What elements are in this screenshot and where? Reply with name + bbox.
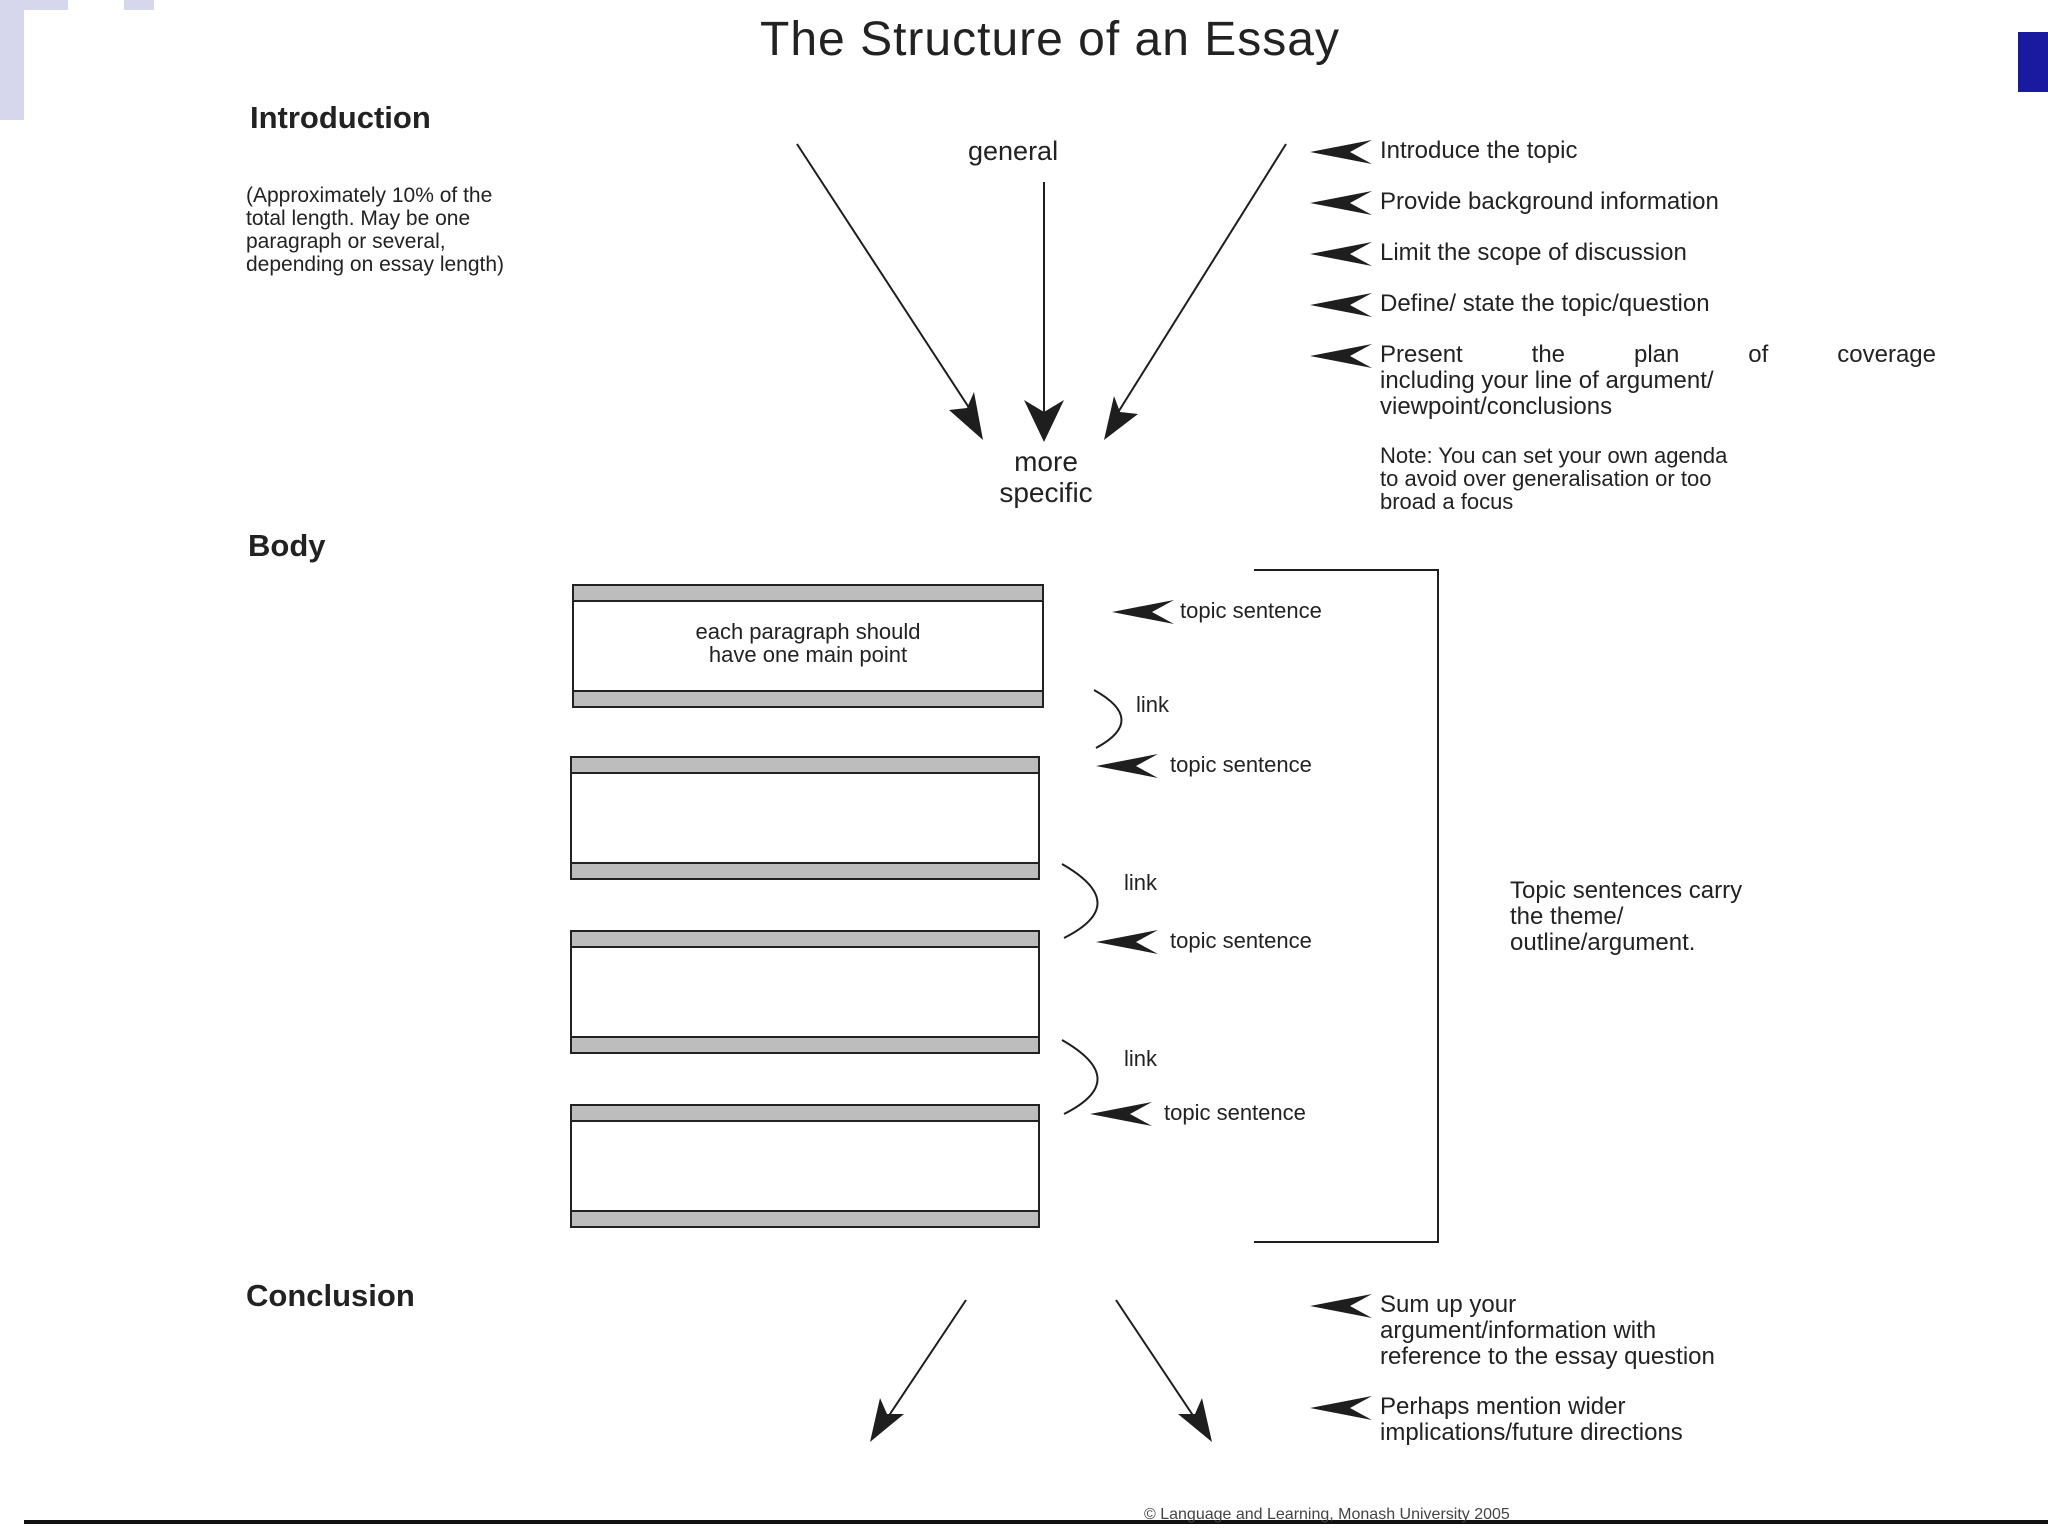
slide-accent-block [2018, 32, 2048, 92]
topic-sentence-bracket [1254, 569, 1439, 1243]
intro-item-define-topic: Define/ state the topic/question [1380, 290, 1710, 317]
bracket-note: Topic sentences carry the theme/ outline… [1510, 877, 1743, 956]
section-heading-body: Body [248, 528, 326, 563]
topic-sentence-label: topic sentence [1170, 752, 1312, 777]
conclusion-arrow-right [1115, 1299, 1212, 1442]
topic-sentence-label: topic sentence [1170, 928, 1312, 953]
paragraph-box-2 [570, 756, 1040, 880]
paragraph-box-3 [570, 930, 1040, 1054]
funnel-arrow-right [1104, 143, 1287, 440]
slide-corner-decoration [24, 0, 68, 10]
conclusion-arrow-left [870, 1299, 967, 1442]
slide-corner-decoration [124, 0, 154, 10]
conclusion-item-sum-up: Sum up your argument/information with re… [1380, 1291, 1715, 1370]
conclusion-item-implications: Perhaps mention wider implications/futur… [1380, 1393, 1683, 1446]
intro-item-limit-scope: Limit the scope of discussion [1380, 239, 1687, 266]
intro-item-plan-of-coverage: Present the plan of coverage including y… [1380, 341, 1936, 420]
intro-item-introduce-topic: Introduce the topic [1380, 137, 1578, 164]
copyright-footer: © Language and Learning, Monash Universi… [1144, 1506, 1510, 1523]
section-heading-introduction: Introduction [250, 100, 431, 135]
slide-corner-decoration [0, 0, 24, 120]
funnel-label-general: general [968, 136, 1059, 166]
link-label: link [1136, 692, 1170, 717]
intro-pointer-arrows [1310, 140, 1372, 368]
link-label: link [1124, 1046, 1158, 1071]
conclusion-pointer-arrows [1310, 1294, 1372, 1420]
topic-sentence-label: topic sentence [1180, 598, 1322, 623]
topic-sentence-label: topic sentence [1164, 1100, 1306, 1125]
body-pointer-arrows [1090, 600, 1174, 1126]
funnel-arrow-left [796, 143, 983, 440]
funnel-arrow-center [1024, 182, 1064, 442]
introduction-length-note: (Approximately 10% of the total length. … [246, 184, 505, 276]
funnel-label-more-specific: more specific [999, 446, 1093, 508]
paragraph-box-1: each paragraph should have one main poin… [572, 584, 1044, 708]
link-curves [1061, 689, 1123, 1115]
intro-agenda-note: Note: You can set your own agenda to avo… [1380, 443, 1728, 514]
intro-item-background: Provide background information [1380, 188, 1719, 215]
paragraph-box-4 [570, 1104, 1040, 1228]
page-title: The Structure of an Essay [760, 13, 1340, 66]
section-heading-conclusion: Conclusion [246, 1278, 415, 1313]
link-label: link [1124, 870, 1158, 895]
